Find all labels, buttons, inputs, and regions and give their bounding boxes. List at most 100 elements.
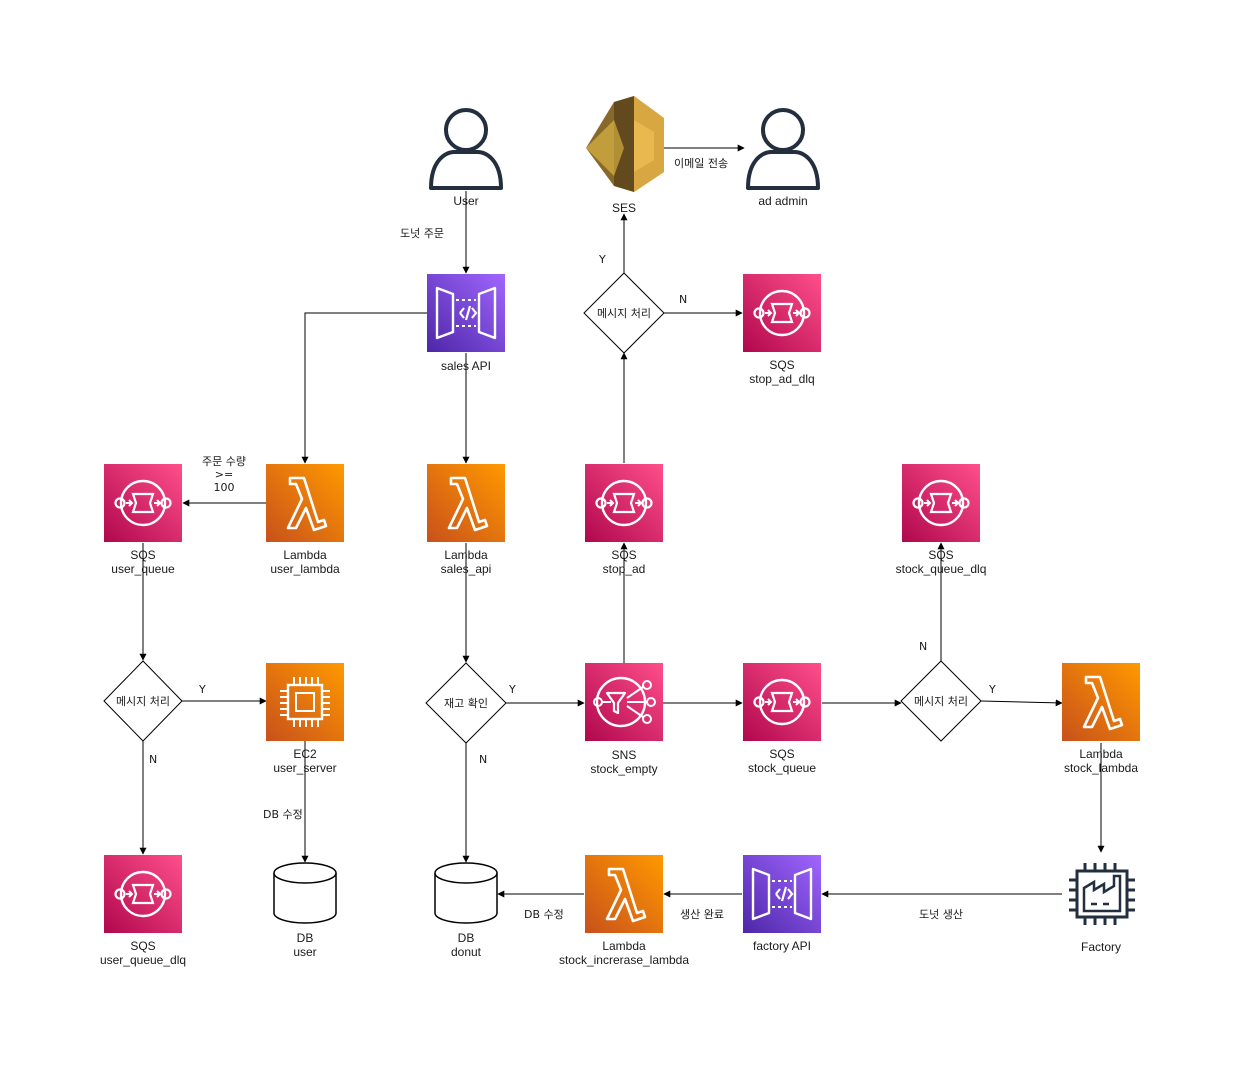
sqs-icon (102, 853, 184, 935)
node-stock-incr-lambda: Lambda stock_increrase_lambda (559, 853, 689, 967)
svg-text:SQS: SQS (928, 548, 953, 562)
svg-text:SES: SES (612, 201, 636, 215)
database-icon (434, 862, 498, 924)
svg-text:SQS: SQS (611, 548, 636, 562)
node-user-queue: SQS user_queue (102, 462, 184, 576)
svg-text:stock_queue_dlq: stock_queue_dlq (896, 562, 987, 576)
edge-sales-api-to-user-lambda (301, 312, 427, 464)
decision-ad: 메시지 처리 (583, 272, 665, 354)
label-sq-yes: Y (988, 683, 996, 696)
svg-text:Lambda: Lambda (1079, 747, 1123, 761)
user-icon (746, 108, 820, 190)
svg-text:donut: donut (451, 945, 482, 959)
svg-text:Lambda: Lambda (283, 548, 327, 562)
label-user-yes: Y (198, 683, 206, 696)
svg-text:user_lambda: user_lambda (270, 562, 340, 576)
api-gateway-icon (741, 853, 823, 935)
lambda-icon (1060, 661, 1142, 743)
svg-text:SNS: SNS (612, 748, 637, 762)
node-user: User (429, 108, 503, 208)
label-order-qty-1: 주문 수량 (202, 455, 246, 468)
node-ses: SES (586, 96, 664, 215)
label-stock-no: N (479, 753, 487, 766)
label-donut-prod: 도넛 생산 (919, 908, 963, 921)
svg-text:Lambda: Lambda (444, 548, 488, 562)
sqs-icon (583, 462, 665, 544)
label-sq-no: N (919, 640, 927, 653)
label-ad-no: N (679, 293, 687, 306)
svg-text:user_queue_dlq: user_queue_dlq (100, 953, 186, 967)
sqs-icon (741, 272, 823, 354)
svg-text:Lambda: Lambda (602, 939, 646, 953)
svg-text:stop_ad: stop_ad (603, 562, 646, 576)
label-prod-done: 생산 완료 (680, 908, 724, 921)
sns-icon (583, 661, 665, 743)
database-icon (273, 862, 337, 924)
ses-icon (586, 96, 664, 192)
label-user-no: N (149, 753, 157, 766)
sqs-icon (741, 661, 823, 743)
decision-stock-check: 재고 확인 (425, 662, 507, 744)
node-stock-queue: SQS stock_queue (741, 661, 823, 775)
label-order-qty-2: >= (215, 468, 233, 481)
factory-icon (1069, 863, 1135, 925)
svg-text:user_server: user_server (273, 761, 336, 775)
node-user-server: EC2 user_server (264, 661, 346, 775)
lambda-icon (583, 853, 665, 935)
svg-text:SQS: SQS (769, 358, 794, 372)
edges (139, 144, 1105, 898)
sqs-icon (900, 462, 982, 544)
ec2-icon (264, 661, 346, 743)
label-db-update-user: DB 수정 (263, 808, 303, 821)
lambda-icon (425, 462, 507, 544)
node-stock-lambda: Lambda stock_lambda (1060, 661, 1142, 775)
svg-text:SQS: SQS (130, 939, 155, 953)
node-user-lambda: Lambda user_lambda (264, 462, 346, 576)
svg-text:stock_increrase_lambda: stock_increrase_lambda (559, 953, 689, 967)
svg-text:user_queue: user_queue (111, 562, 175, 576)
sqs-icon (102, 462, 184, 544)
svg-text:ad admin: ad admin (758, 194, 807, 208)
label-ad-yes: Y (598, 253, 606, 266)
label-stock-yes: Y (508, 683, 516, 696)
lambda-icon (264, 462, 346, 544)
node-stop-ad: SQS stop_ad (583, 462, 665, 576)
svg-text:DB: DB (297, 931, 314, 945)
label-db-update-donut: DB 수정 (524, 908, 564, 921)
svg-text:stock_lambda: stock_lambda (1064, 761, 1138, 775)
node-factory-api: factory API (741, 853, 823, 953)
svg-text:factory API: factory API (753, 939, 811, 953)
label-donut-order: 도넛 주문 (400, 227, 444, 240)
svg-text:sales API: sales API (441, 359, 491, 373)
svg-text:DB: DB (458, 931, 475, 945)
node-sales-api-lambda: Lambda sales_api (425, 462, 507, 576)
svg-text:stock_queue: stock_queue (748, 761, 816, 775)
svg-text:재고 확인: 재고 확인 (444, 697, 488, 710)
node-ad-admin: ad admin (746, 108, 820, 208)
svg-text:SQS: SQS (769, 747, 794, 761)
decision-user: 메시지 처리 (103, 660, 183, 742)
edge-labels: 도넛 주문 이메일 전송 Y N 주문 수량 >= 100 Y N DB 수정 … (149, 156, 996, 921)
node-db-donut: DB donut (434, 862, 498, 959)
user-icon (429, 108, 503, 190)
node-stock-queue-dlq: SQS stock_queue_dlq (896, 462, 987, 576)
svg-text:SQS: SQS (130, 548, 155, 562)
svg-text:stop_ad_dlq: stop_ad_dlq (749, 372, 814, 386)
svg-text:stock_empty: stock_empty (590, 762, 657, 776)
svg-text:sales_api: sales_api (441, 562, 492, 576)
svg-text:user: user (293, 945, 316, 959)
node-db-user: DB user (273, 862, 337, 959)
node-factory: Factory (1069, 863, 1135, 954)
svg-text:EC2: EC2 (293, 747, 317, 761)
node-sales-api: sales API (425, 272, 507, 373)
svg-text:Factory: Factory (1081, 940, 1121, 954)
decision-stock: 메시지 처리 (900, 660, 982, 742)
node-stop-ad-dlq: SQS stop_ad_dlq (741, 272, 823, 386)
label-email-send: 이메일 전송 (674, 156, 728, 170)
api-gateway-icon (425, 272, 507, 354)
svg-text:User: User (453, 194, 478, 208)
node-user-queue-dlq: SQS user_queue_dlq (100, 853, 186, 967)
svg-text:메시지 처리: 메시지 처리 (116, 695, 170, 708)
node-stock-empty: SNS stock_empty (583, 661, 665, 776)
